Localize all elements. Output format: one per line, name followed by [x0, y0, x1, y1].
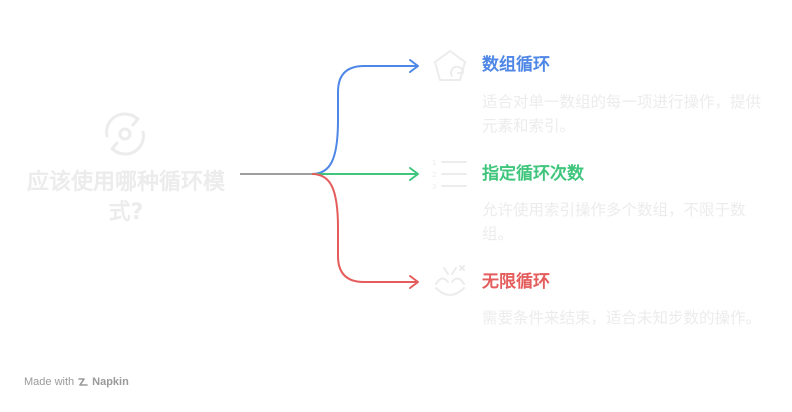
pentagon-refresh-icon: [430, 46, 470, 86]
refresh-cycle-icon: [97, 106, 153, 162]
numbered-list-icon: 1 2 3: [430, 156, 470, 196]
branch-arrow-array: [409, 59, 419, 73]
svg-text:1: 1: [432, 159, 436, 167]
svg-text:2: 2: [432, 171, 436, 179]
branch-title-array: 数组循环: [482, 55, 550, 75]
branch-desc-array: 适合对单一数组的每一项进行操作，提供元素和索引。: [482, 93, 762, 135]
central-question: 应该使用哪种循环模式?: [26, 170, 225, 225]
made-with-label: Made with: [24, 376, 75, 388]
branch-desc-count: 允许使用索引操作多个数组，不限于数组。: [482, 201, 746, 243]
napkin-watermark: Made with Napkin: [24, 376, 129, 388]
branch-line-infinite: [311, 173, 418, 283]
napkin-brand: Napkin: [92, 376, 129, 388]
broken-loop-icon: [430, 262, 470, 302]
branch-line-array: [311, 65, 418, 175]
branch-arrow-count: [409, 167, 419, 181]
branch-title-infinite: 无限循环: [482, 272, 550, 292]
svg-text:3: 3: [432, 183, 436, 191]
napkin-logo-icon: [77, 376, 89, 388]
branch-arrow-infinite: [409, 275, 419, 289]
branch-desc-infinite: 需要条件来结束，适合未知步数的操作。: [482, 309, 762, 327]
branch-title-count: 指定循环次数: [482, 164, 584, 184]
